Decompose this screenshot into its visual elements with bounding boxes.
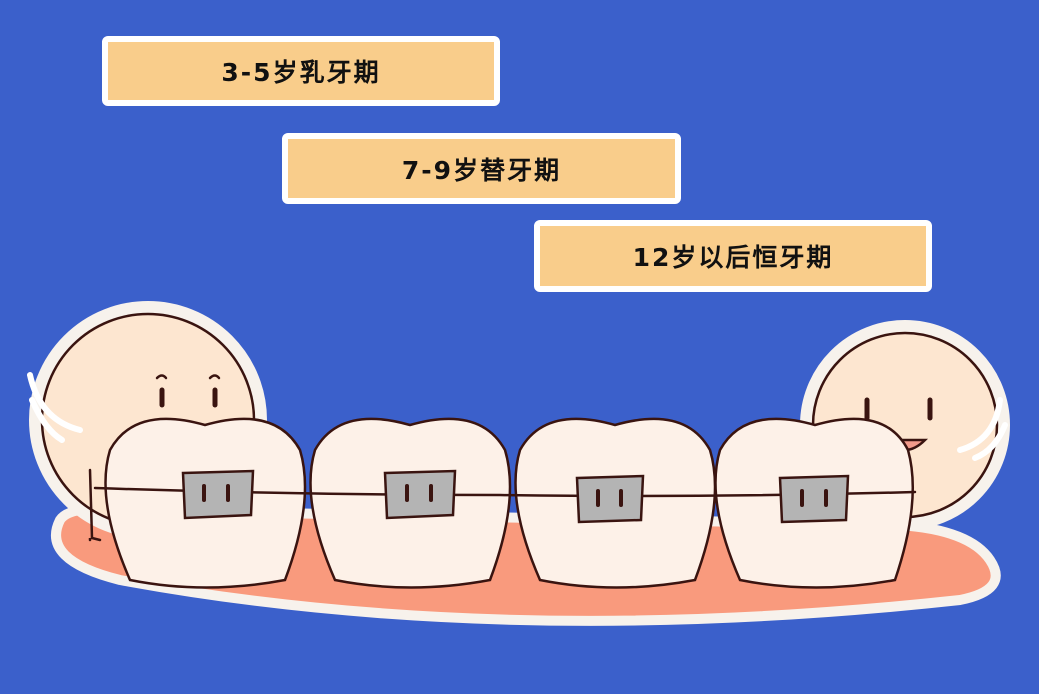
brackets xyxy=(181,469,850,524)
stage-label-primary-teeth: 3-5岁乳牙期 xyxy=(102,36,500,106)
stage-label-mixed-dentition: 7-9岁替牙期 xyxy=(282,133,681,204)
stage-label-permanent-teeth: 12岁以后恒牙期 xyxy=(534,220,932,292)
